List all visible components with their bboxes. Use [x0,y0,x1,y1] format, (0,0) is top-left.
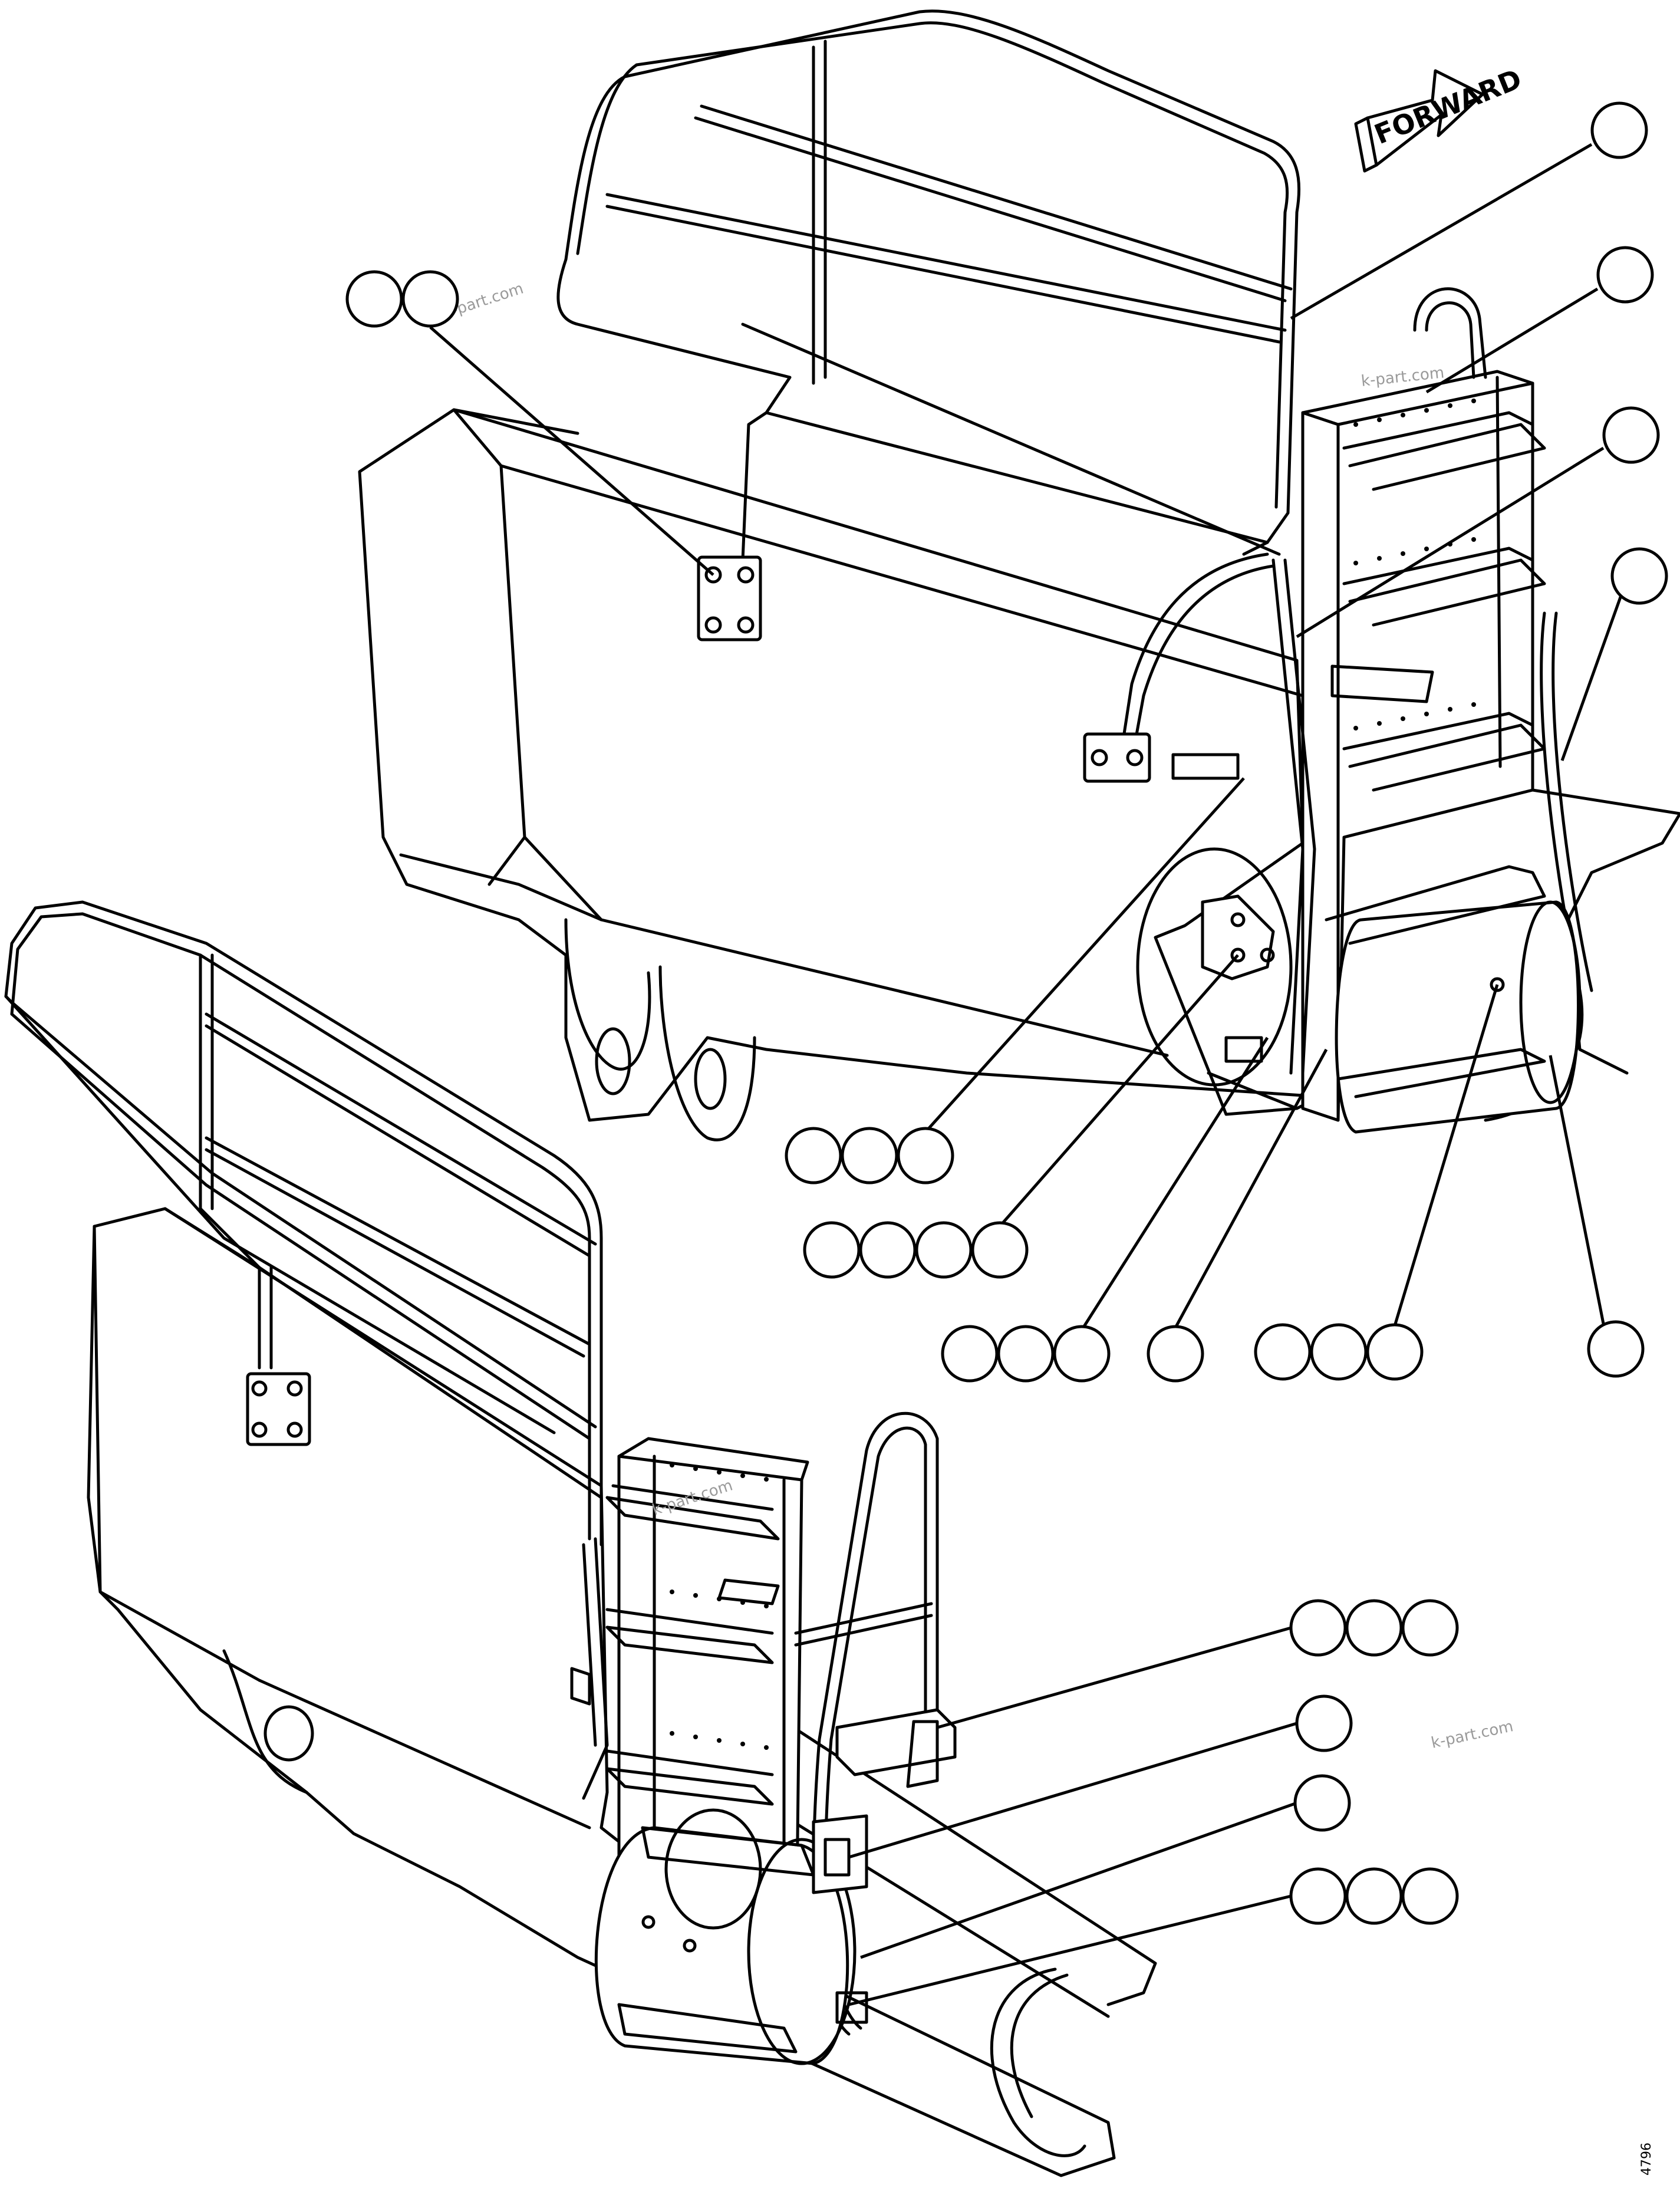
callout-circle [1401,1599,1459,1657]
callout-group [1596,246,1654,304]
callout-circle [1254,1323,1312,1381]
callout-circle [897,1127,954,1184]
callout-circle [997,1325,1055,1383]
callout-circle [1401,1867,1459,1925]
callout-group [1254,1323,1424,1381]
callout-circle [1289,1599,1347,1657]
leader-lines [429,143,1623,2006]
callout-circle [1366,1323,1424,1381]
callout-circle [1295,1694,1353,1752]
callout-group [803,1221,1029,1279]
callout-circle [941,1325,999,1383]
callout-circle [859,1221,917,1279]
callout-circle [1596,246,1654,304]
callout-circle [401,270,459,328]
callout-circle [803,1221,861,1279]
callout-bubbles [345,101,1668,1925]
callout-group [1590,101,1648,159]
perforation-pattern [1353,399,1476,730]
callout-circle [345,270,403,328]
callout-circle [1310,1323,1368,1381]
callout-group [1587,1320,1645,1378]
watermark-4: k-part.com [1429,1717,1515,1752]
callout-group [1147,1325,1204,1383]
callout-group [1293,1774,1351,1832]
callout-group [1610,547,1668,605]
callout-circle [1147,1325,1204,1383]
callout-group [1289,1599,1459,1657]
callout-circle [1610,547,1668,605]
callout-group [1295,1694,1353,1752]
callout-group [345,270,459,328]
callout-circle [1289,1867,1347,1925]
callout-circle [1602,406,1660,464]
upper-assembly [358,9,1680,1141]
callout-group [1289,1867,1459,1925]
forward-arrow: FORWARD [1354,62,1526,173]
sheet-number: 4796 [1639,2143,1654,2176]
callout-circle [915,1221,973,1279]
callout-circle [1345,1867,1403,1925]
callout-group [1602,406,1660,464]
callout-circle [785,1127,842,1184]
callout-circle [971,1221,1029,1279]
callout-circle [1293,1774,1351,1832]
callout-circle [841,1127,898,1184]
callout-circle [1053,1325,1111,1383]
callout-circle [1345,1599,1403,1657]
callout-group [941,1325,1111,1383]
callout-circle [1587,1320,1645,1378]
callout-group [785,1127,954,1184]
lower-assembly [4,900,1157,2177]
callout-circle [1590,101,1648,159]
